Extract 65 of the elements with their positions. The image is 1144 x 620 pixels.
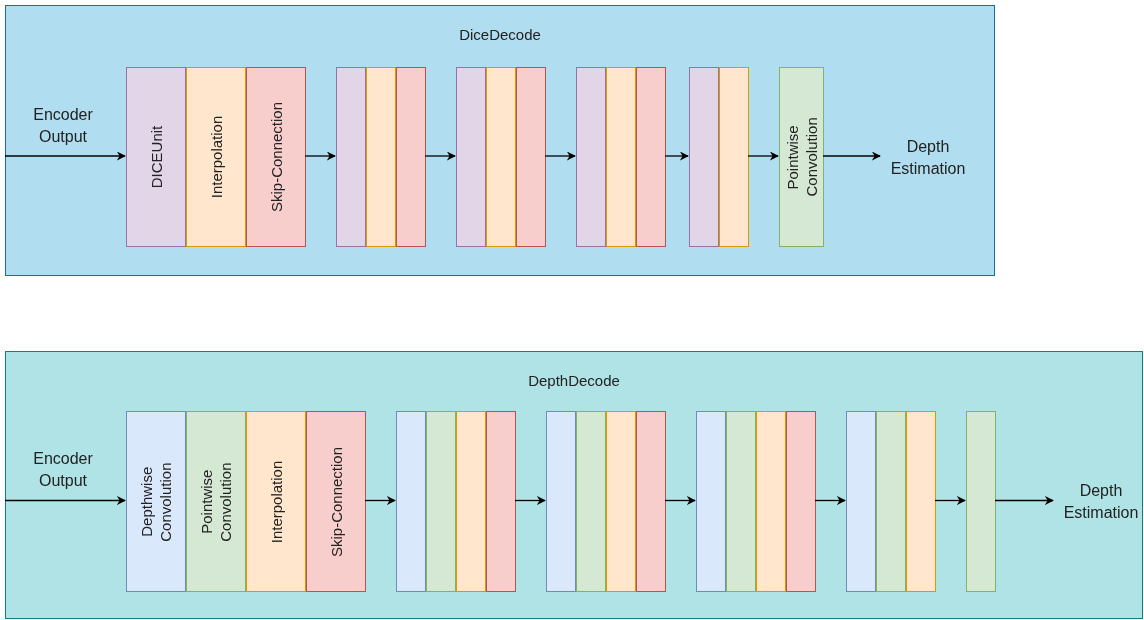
layer-bar — [966, 411, 996, 592]
edge-label: Encoder Output — [32, 105, 94, 147]
layer-bar — [126, 411, 186, 592]
layer-bar — [426, 411, 456, 592]
layer-name: Skip-Connection — [266, 101, 286, 213]
layer-bar — [636, 67, 666, 247]
decoder-panel — [5, 5, 995, 276]
layer-bar — [306, 411, 366, 592]
layer-bar — [546, 411, 576, 592]
arrow — [664, 496, 696, 505]
layer-bar — [336, 67, 366, 247]
layer-bar — [876, 411, 906, 592]
arrow — [304, 151, 336, 161]
arrow — [814, 496, 846, 505]
layer-bar — [576, 67, 606, 247]
layer-name: Interpolation — [266, 460, 286, 543]
arrow — [364, 496, 396, 505]
layer-name: DICEUnit — [146, 125, 166, 189]
layer-bar — [846, 411, 876, 592]
layer-bar — [576, 411, 606, 592]
layer-bar — [779, 67, 824, 247]
layer-bar — [726, 411, 756, 592]
layer-bar — [246, 67, 306, 247]
arrow — [747, 151, 779, 161]
arrow — [424, 151, 456, 161]
output-text: Depth Estimation — [1046, 479, 1144, 525]
arrow — [544, 151, 576, 161]
arrow — [4, 496, 126, 505]
layer-name: Depthwise Convolution — [137, 460, 175, 544]
layer-name: Interpolation — [206, 115, 226, 199]
layer-bar — [186, 411, 246, 592]
layer-bar — [456, 67, 486, 247]
layer-bar — [456, 411, 486, 592]
layer-bar — [606, 411, 636, 592]
panel-title: DiceDecode — [458, 26, 542, 43]
arrow — [994, 496, 1054, 505]
layer-bar — [756, 411, 786, 592]
arrow — [822, 151, 881, 161]
layer-bar — [126, 67, 186, 247]
layer-bar — [486, 411, 516, 592]
decoder-panel — [5, 351, 1143, 619]
layer-bar — [366, 67, 396, 247]
layer-bar — [186, 67, 246, 247]
arrow — [514, 496, 546, 505]
edge-label: Encoder Output — [32, 449, 94, 491]
layer-bar — [689, 67, 719, 247]
layer-bar — [696, 411, 726, 592]
layer-bar — [246, 411, 306, 592]
layer-bar — [486, 67, 516, 247]
panel-title: DepthDecode — [527, 372, 621, 389]
layer-bar — [719, 67, 749, 247]
layer-bar — [396, 67, 426, 247]
layer-bar — [606, 67, 636, 247]
arrow — [934, 496, 966, 505]
arrow — [4, 151, 126, 161]
layer-bar — [906, 411, 936, 592]
layer-name: Skip-Connection — [326, 446, 346, 557]
layer-name: Pointwise Convolution — [197, 460, 235, 544]
layer-bar — [786, 411, 816, 592]
layer-bar — [396, 411, 426, 592]
layer-bar — [636, 411, 666, 592]
arrow — [664, 151, 689, 161]
layer-name: Pointwise Convolution — [782, 116, 821, 199]
layer-bar — [516, 67, 546, 247]
output-text: Depth Estimation — [873, 135, 983, 181]
